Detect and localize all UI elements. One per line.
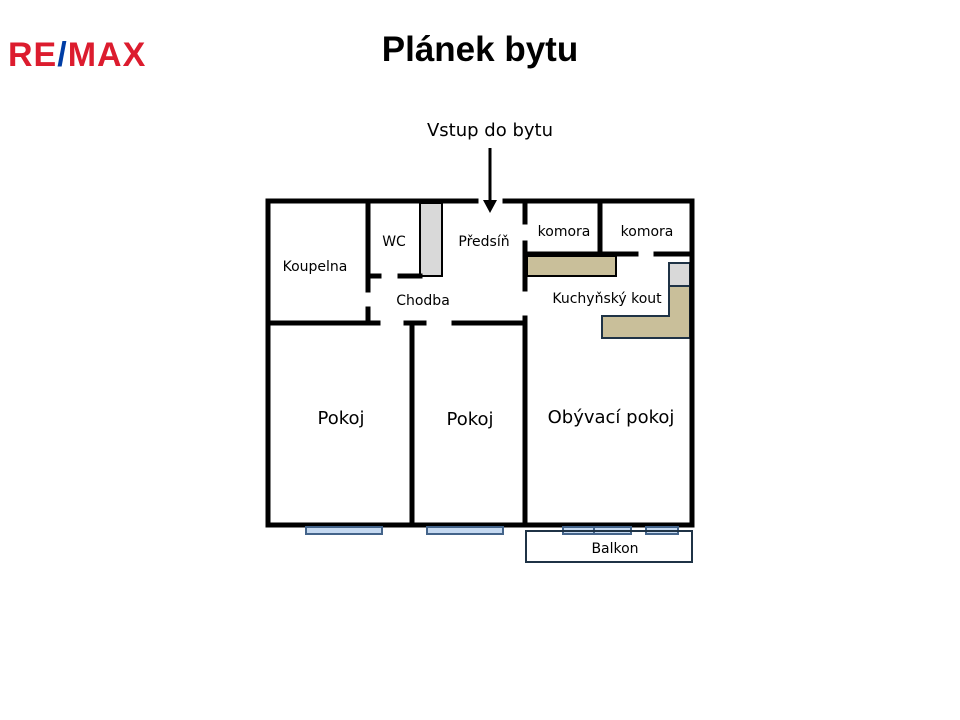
room-label-balkon: Balkon: [591, 541, 638, 557]
room-label-pokoj: Pokoj: [446, 409, 493, 430]
room-label-predsin: Předsíň: [458, 234, 509, 250]
room-label-obyvaci-pokoj: Obývací pokoj: [548, 407, 675, 428]
room-label-komora: komora: [538, 224, 591, 240]
room-label-wc: WC: [382, 234, 406, 250]
room-label-koupelna: Koupelna: [283, 259, 348, 275]
room-label-pokoj: Pokoj: [317, 408, 364, 429]
room-label-chodba: Chodba: [396, 293, 450, 309]
window: [426, 526, 504, 535]
entrance-arrow-head: [483, 200, 497, 213]
remax-logo: RE/MAX: [8, 36, 146, 75]
logo-text: RE: [8, 36, 58, 74]
room-label-kuchynsky-kout: Kuchyňský kout: [552, 291, 662, 307]
page-title: Plánek bytu: [381, 30, 579, 69]
balcony-outline: [525, 530, 693, 563]
logo-text: MAX: [67, 36, 147, 74]
logo-slash: /: [57, 36, 68, 74]
fridge: [668, 262, 691, 287]
installation-shaft: [419, 202, 443, 277]
window: [305, 526, 383, 535]
walls: [265, 198, 695, 528]
room-label-komora: komora: [621, 224, 674, 240]
counter-wardrobe: [526, 255, 617, 277]
entrance-label: Vstup do bytu: [427, 120, 553, 141]
